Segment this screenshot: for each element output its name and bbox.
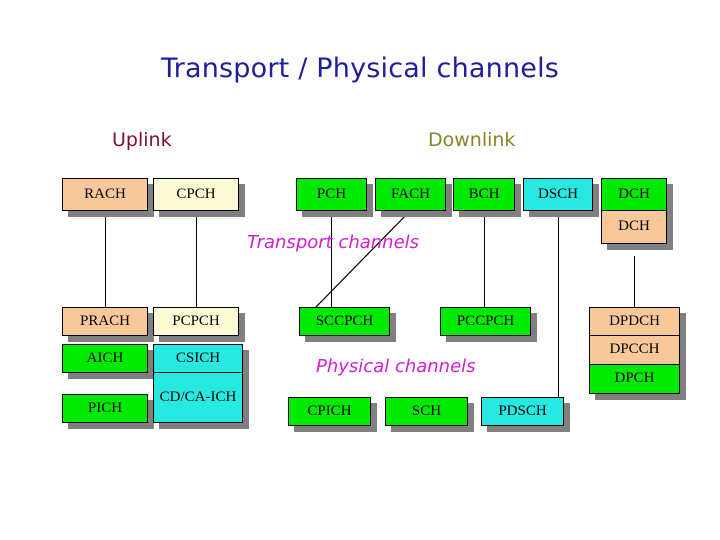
physical-box-dpcch[interactable]: DPCCH bbox=[589, 336, 680, 365]
transport-box-fach[interactable]: FACH bbox=[375, 178, 446, 211]
transport-stack-dch: DCH DCH bbox=[601, 178, 667, 244]
box-label: DPDCH bbox=[609, 312, 660, 329]
transport-box-pch[interactable]: PCH bbox=[296, 178, 367, 211]
uplink-label: Uplink bbox=[112, 129, 172, 151]
connector-bch-pccpch bbox=[484, 211, 485, 307]
physical-box-dpch[interactable]: DPCH bbox=[589, 365, 680, 394]
box-label: FACH bbox=[391, 185, 430, 202]
physical-stack-csich: CSICH CD/CA-ICH bbox=[153, 344, 243, 423]
physical-box-prach[interactable]: PRACH bbox=[62, 307, 148, 336]
transport-box-dch-peach[interactable]: DCH bbox=[601, 211, 667, 244]
box-label: DPCH bbox=[614, 370, 655, 387]
connector-cpch-pcpch bbox=[196, 211, 197, 307]
box-label: CSICH bbox=[175, 349, 221, 366]
box-label: SCH bbox=[411, 402, 442, 419]
connector-pch-sccpch bbox=[331, 211, 332, 307]
box-label: PCPCH bbox=[172, 312, 220, 329]
physical-box-dpdch[interactable]: DPDCH bbox=[589, 307, 680, 336]
box-label: PCH bbox=[316, 185, 347, 202]
physical-box-csich[interactable]: CSICH bbox=[153, 344, 243, 373]
transport-channels-label: Transport channels bbox=[247, 232, 420, 253]
box-label: PCCPCH bbox=[456, 312, 515, 329]
box-label: PRACH bbox=[79, 312, 131, 329]
physical-box-pich[interactable]: PICH bbox=[62, 394, 148, 423]
physical-box-cd-ca-ich[interactable]: CD/CA-ICH bbox=[153, 373, 243, 423]
connector-fach-sccpch bbox=[313, 210, 411, 310]
box-label: DPCCH bbox=[609, 341, 660, 358]
box-label: BCH bbox=[468, 185, 500, 202]
downlink-label: Downlink bbox=[428, 129, 516, 151]
box-label: DCH bbox=[618, 218, 650, 235]
physical-box-cpich[interactable]: CPICH bbox=[288, 397, 371, 426]
transport-box-dsch[interactable]: DSCH bbox=[523, 178, 593, 211]
physical-stack-dedicated: DPDCH DPCCH DPCH bbox=[589, 307, 680, 394]
box-label: CD/CA-ICH bbox=[159, 388, 237, 405]
physical-box-pccpch[interactable]: PCCPCH bbox=[440, 307, 531, 336]
physical-box-pcpch[interactable]: PCPCH bbox=[153, 307, 239, 336]
page-title: Transport / Physical channels bbox=[160, 53, 560, 84]
transport-box-bch[interactable]: BCH bbox=[453, 178, 515, 211]
transport-box-dch-green[interactable]: DCH bbox=[601, 178, 667, 211]
box-label: PICH bbox=[87, 399, 123, 416]
box-label: CPICH bbox=[307, 402, 352, 419]
connector-rach-prach bbox=[105, 211, 106, 307]
box-label: RACH bbox=[84, 185, 126, 202]
physical-channels-label: Physical channels bbox=[316, 356, 476, 377]
physical-box-pdsch[interactable]: PDSCH bbox=[481, 397, 564, 426]
physical-box-aich[interactable]: AICH bbox=[62, 344, 148, 373]
box-label: DCH bbox=[618, 185, 650, 202]
connector-dsch-pdsch bbox=[558, 211, 559, 397]
box-label: AICH bbox=[86, 349, 124, 366]
box-label: SCCPCH bbox=[315, 312, 374, 329]
transport-box-cpch[interactable]: CPCH bbox=[153, 178, 239, 211]
box-label: DSCH bbox=[537, 185, 578, 202]
physical-box-sccpch[interactable]: SCCPCH bbox=[299, 307, 390, 336]
transport-box-rach[interactable]: RACH bbox=[62, 178, 148, 211]
physical-box-sch[interactable]: SCH bbox=[385, 397, 468, 426]
connector-dch-dpdch bbox=[634, 256, 635, 307]
box-label: PDSCH bbox=[498, 402, 547, 419]
box-label: CPCH bbox=[176, 185, 216, 202]
